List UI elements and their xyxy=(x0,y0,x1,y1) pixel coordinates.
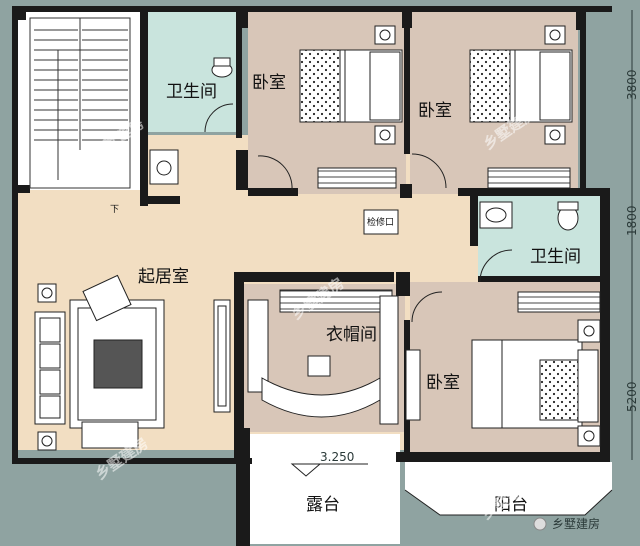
terrace-floor xyxy=(248,434,400,544)
elevation-marker: 3.250 xyxy=(320,450,354,464)
staircase xyxy=(29,17,131,189)
bedroom-2-label: 卧室 xyxy=(418,101,452,121)
cloakroom-furniture xyxy=(247,289,399,425)
bedroom-3-label: 卧室 xyxy=(426,373,460,393)
chair-icon xyxy=(307,355,331,377)
balcony-railing xyxy=(404,489,613,516)
footer-brand: 乡墅建房 xyxy=(533,516,600,531)
bedroom-3-furniture xyxy=(405,291,601,447)
armchair-icon xyxy=(82,274,132,322)
terrace-detail xyxy=(290,463,368,477)
balcony-label: 阳台 xyxy=(494,495,528,515)
living-room-furniture xyxy=(34,274,231,451)
cloakroom-label: 衣帽间 xyxy=(326,325,377,345)
dimension-1800: 1800 xyxy=(625,205,639,236)
sink-icon xyxy=(149,149,179,185)
bathroom-top-fixtures xyxy=(149,57,234,185)
balcony-floor xyxy=(405,462,612,515)
armchair-icon xyxy=(81,421,139,449)
sink-icon xyxy=(479,201,513,229)
stair-down-label: 下 xyxy=(110,205,119,215)
bathroom-right-fixtures xyxy=(479,201,579,283)
bathroom-right-label: 卫生间 xyxy=(530,247,581,267)
bedroom-1-label: 卧室 xyxy=(252,73,286,93)
bedroom-2-bed xyxy=(411,25,573,189)
dimension-3800: 3800 xyxy=(625,69,639,100)
svg-text:检修口: 检修口 xyxy=(367,216,394,228)
wechat-icon xyxy=(533,517,547,531)
bathroom-top-label: 卫生间 xyxy=(166,82,217,102)
svg-text:乡墅建房: 乡墅建房 xyxy=(552,516,600,531)
dimension-5200: 5200 xyxy=(625,381,639,412)
bedroom-1-bed xyxy=(257,25,403,191)
terrace-label: 露台 xyxy=(306,495,340,515)
living-room-label: 起居室 xyxy=(138,267,189,287)
coffee-table xyxy=(93,339,143,389)
access-hatch: 检修口 xyxy=(363,209,399,235)
